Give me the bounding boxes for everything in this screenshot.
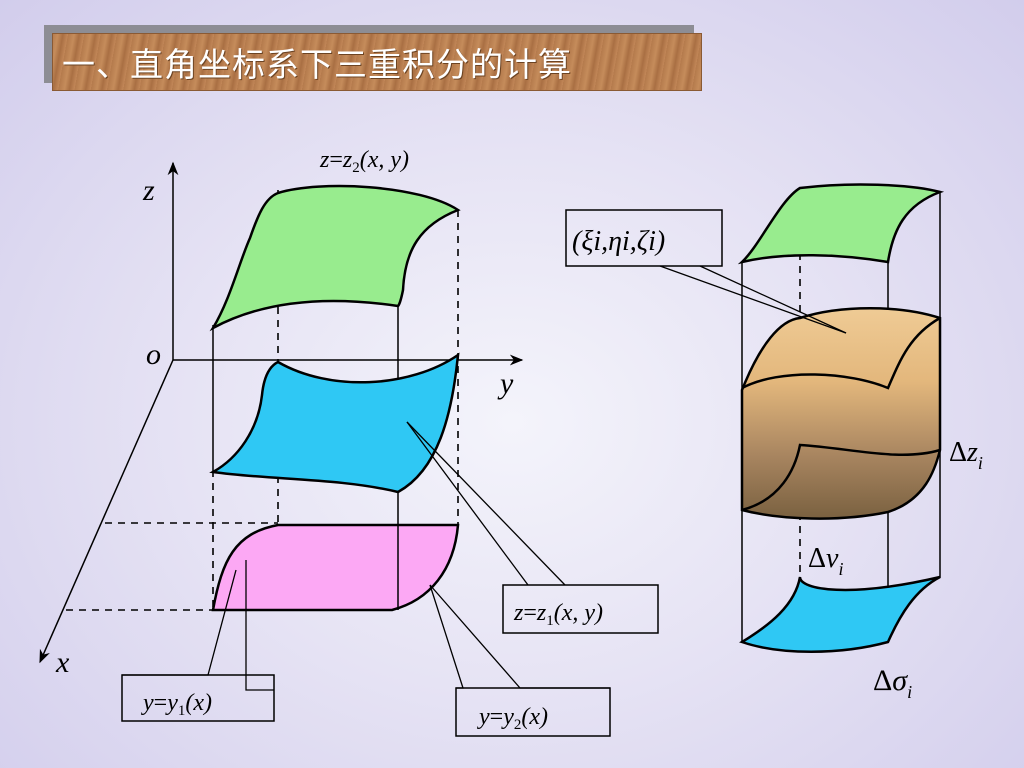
z-axis-label: z <box>142 174 155 207</box>
label-y2-box <box>455 687 611 737</box>
lower-surface <box>209 352 460 494</box>
slide-title: 一、直角坐标系下三重积分的计算 <box>62 45 572 84</box>
label-dz: Δzi <box>949 437 983 473</box>
point-label-box <box>565 209 723 267</box>
volume-mid-curve <box>741 316 941 390</box>
title-banner: 一、直角坐标系下三重积分的计算 <box>52 33 702 91</box>
projection-region <box>211 523 460 612</box>
point-label: (ξi,ηi,ζi) <box>572 226 665 257</box>
top-cap <box>737 183 945 265</box>
point-callout-lines <box>659 265 847 334</box>
y-axis-label: y <box>497 367 514 400</box>
label-dsigma: Δσi <box>873 664 912 702</box>
label-y1-box <box>121 674 275 722</box>
label-z2: z=z2(x, y) <box>319 147 409 176</box>
volume-lower-curve <box>741 443 941 512</box>
x-axis-label: x <box>55 646 70 679</box>
origin-label: o <box>146 338 161 371</box>
label-y2: y=y2(x) <box>477 704 548 733</box>
label-dv: Δvi <box>808 543 843 579</box>
label-y1: y=y1(x) <box>141 690 212 719</box>
upper-surface <box>209 184 461 332</box>
label-z1-box <box>502 584 659 634</box>
bottom-element <box>739 575 941 653</box>
left-figure: z o y x z=z2(x, y) z=z1(x, y) y=y1(x) y=… <box>39 147 659 737</box>
label-z1: z=z1(x, y) <box>513 600 603 629</box>
x-axis <box>39 359 174 664</box>
volume-element <box>740 307 942 520</box>
right-figure: (ξi,ηi,ζi) Δzi Δvi Δσi <box>565 183 983 702</box>
